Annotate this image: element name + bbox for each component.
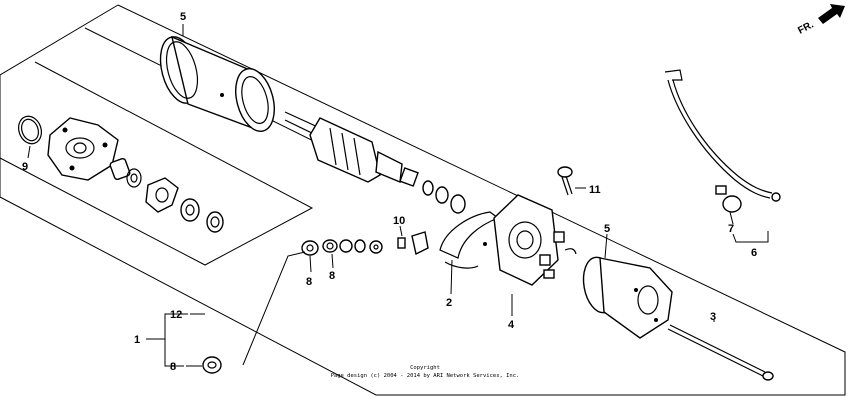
part-yoke-housing[interactable]	[154, 32, 281, 135]
callout-5-rear: 5	[604, 223, 610, 235]
direction-label: FR.	[796, 19, 816, 36]
part-ground-cable[interactable]	[664, 69, 781, 202]
callout-4: 4	[508, 319, 515, 331]
part-washer-a[interactable]	[180, 198, 200, 222]
part-brush-holder-insulator[interactable]	[439, 211, 500, 269]
part-cap-nut[interactable]	[715, 185, 742, 213]
part-rear-cover[interactable]	[579, 255, 673, 339]
callout-2: 2	[446, 297, 452, 309]
callout-8-left: 8	[306, 276, 312, 288]
callout-12: 12	[170, 309, 182, 321]
part-brush-holder-assembly[interactable]	[493, 194, 577, 286]
part-bearing[interactable]	[109, 157, 142, 188]
callout-6: 6	[751, 247, 757, 259]
callout-1: 1	[134, 334, 140, 346]
front-direction-arrow: FR.	[796, 4, 845, 37]
callout-8-bottom: 8	[170, 361, 176, 373]
callout-5: 5	[180, 11, 186, 23]
callout-8-right: 8	[329, 270, 335, 282]
part-bolt-11[interactable]	[557, 166, 573, 196]
callout-11: 11	[589, 184, 601, 196]
callout-3: 3	[710, 311, 716, 323]
part-through-bolt[interactable]	[667, 324, 774, 381]
part-o-ring[interactable]	[15, 113, 45, 147]
part-brush[interactable]	[397, 231, 429, 256]
part-nuts-and-washers[interactable]	[301, 239, 383, 256]
part-planet-gear-plate[interactable]	[145, 177, 179, 213]
callout-10: 10	[393, 215, 405, 227]
leader-lines	[27, 24, 769, 367]
callout-9: 9	[22, 161, 28, 173]
footer-page-design: Page design (c) 2004 - 2014 by ARI Netwo…	[331, 373, 520, 379]
part-thrust-washers[interactable]	[422, 180, 466, 214]
part-front-cover[interactable]	[47, 117, 119, 181]
footer-copyright: Copyright	[410, 365, 440, 371]
part-armature[interactable]	[284, 111, 419, 187]
part-nut-8-bottom[interactable]	[202, 356, 222, 374]
part-washer-b[interactable]	[206, 211, 224, 233]
callout-7: 7	[728, 223, 734, 235]
arrow-icon	[818, 4, 845, 24]
assembly-frame	[0, 4, 846, 396]
